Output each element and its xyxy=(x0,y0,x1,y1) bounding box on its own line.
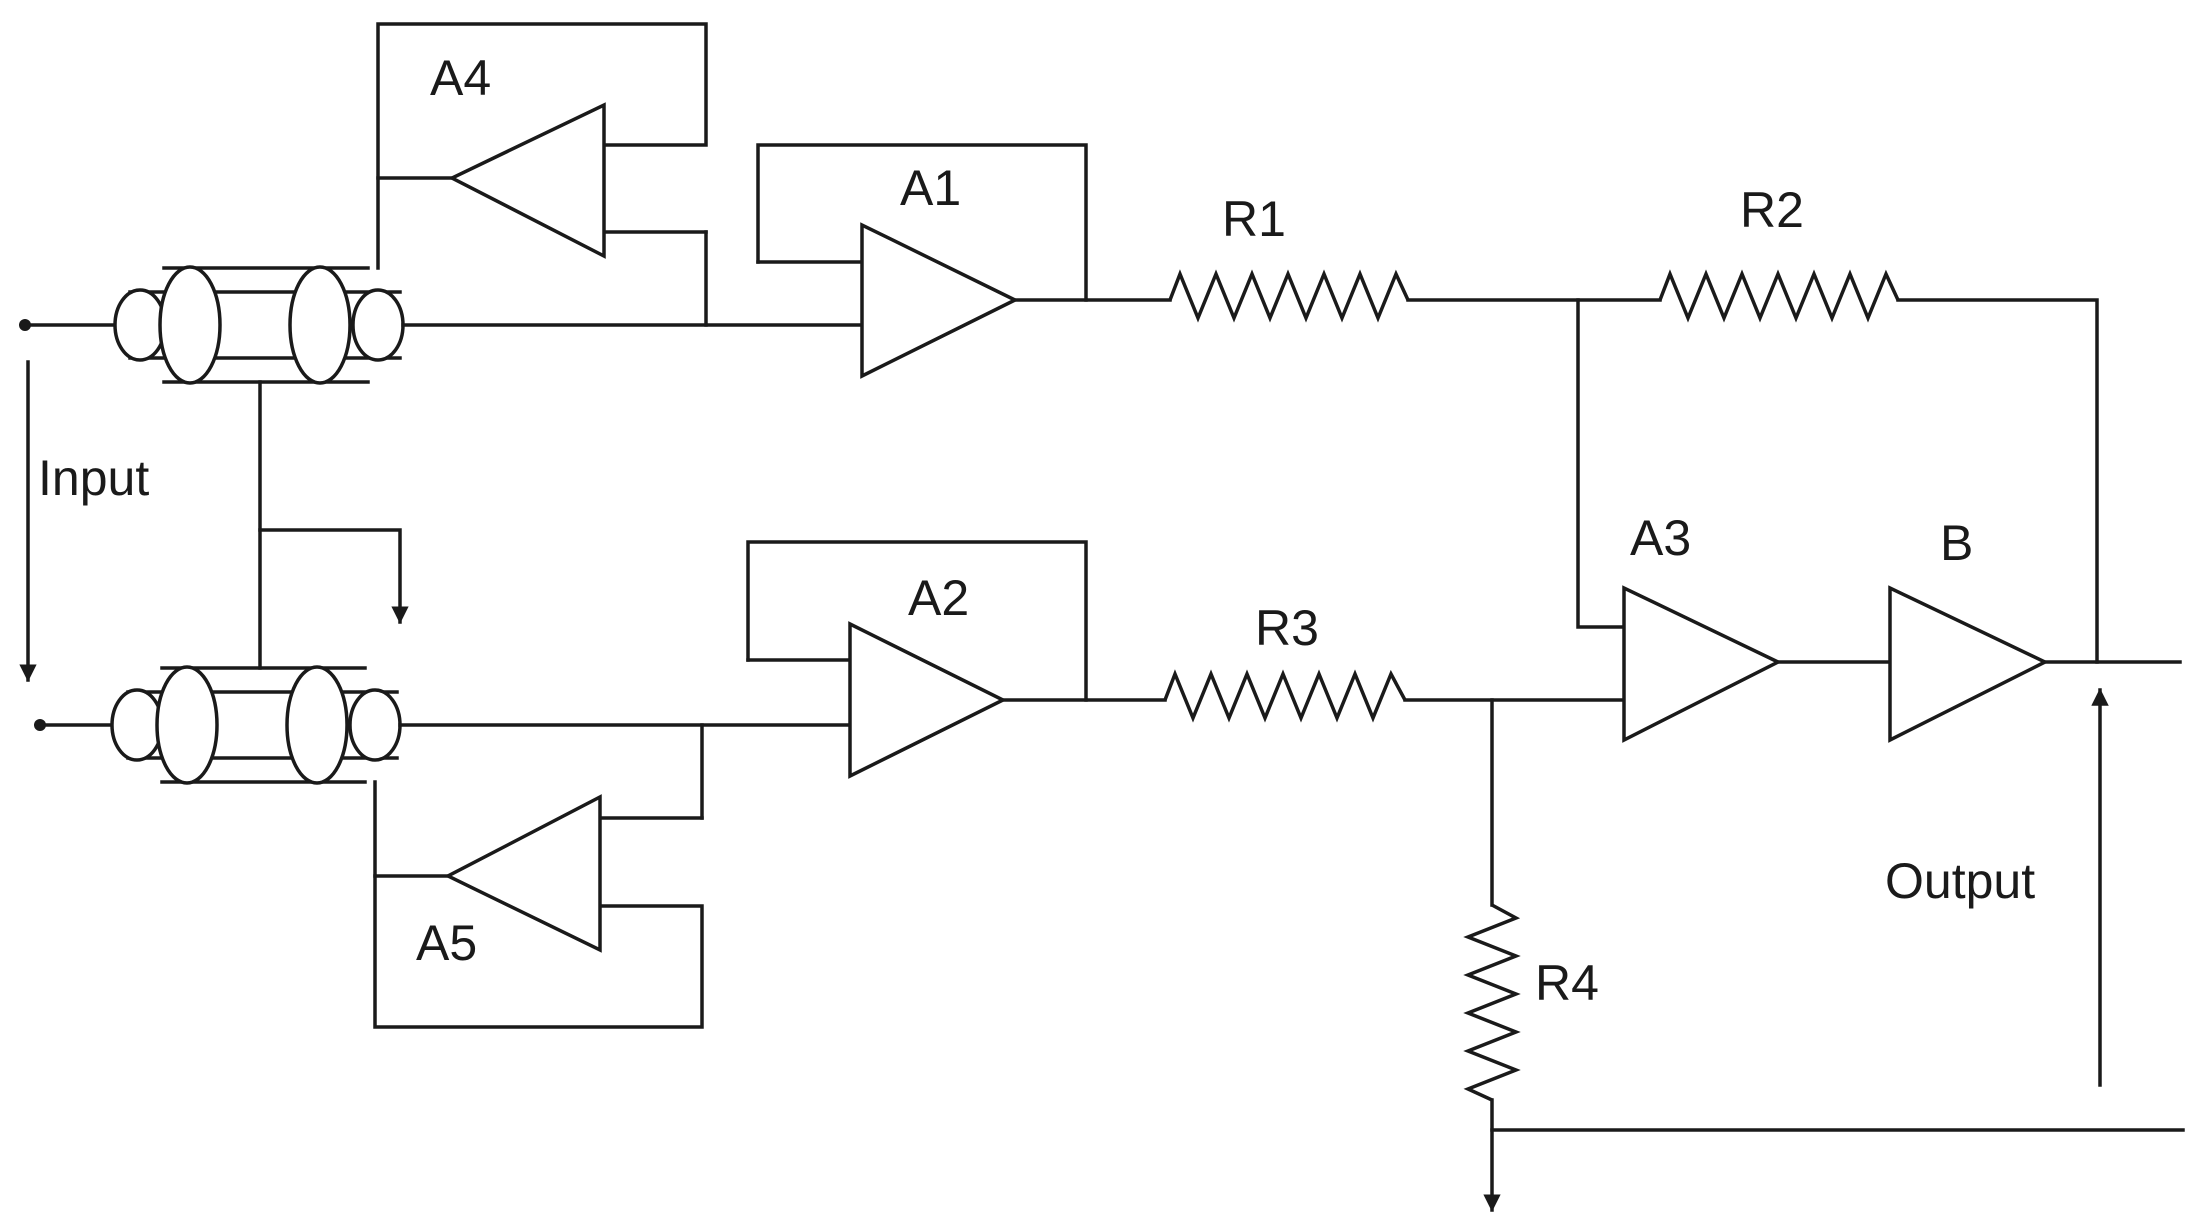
amplifier-a3: A3 xyxy=(1622,510,1782,743)
bottom-signal-wire xyxy=(398,723,852,820)
r1-r2-node-wire xyxy=(1406,298,1662,629)
shield-link-wire xyxy=(258,380,409,670)
label-a3: A3 xyxy=(1630,510,1691,566)
feedback-wire xyxy=(1896,298,2099,664)
label-a2: A2 xyxy=(908,570,969,626)
label-a4: A4 xyxy=(430,50,491,106)
label-r1: R1 xyxy=(1222,191,1286,247)
top-input-terminal xyxy=(19,319,130,331)
resistor-r1: R1 xyxy=(1168,191,1410,323)
label-a5: A5 xyxy=(416,915,477,971)
label-r2: R2 xyxy=(1740,182,1804,238)
amplifier-a2: A2 xyxy=(746,540,1088,779)
ground-wire xyxy=(1483,1098,2185,1212)
label-input: Input xyxy=(38,450,149,506)
label-r3: R3 xyxy=(1255,600,1319,656)
label-b: B xyxy=(1940,515,1973,571)
amplifier-a5: A5 xyxy=(373,780,704,1029)
r3-r4-node-wire xyxy=(1403,698,1626,907)
amplifier-a1: A1 xyxy=(756,143,1088,379)
amplifier-a4: A4 xyxy=(376,22,708,270)
bottom-coaxial-cable xyxy=(110,665,402,785)
resistor-r2: R2 xyxy=(1658,182,1900,323)
input-voltage-arrow: Input xyxy=(19,360,149,682)
resistor-r3: R3 xyxy=(1163,600,1407,723)
output-voltage-arrow: Output xyxy=(1885,688,2109,1087)
label-a1: A1 xyxy=(900,160,961,216)
label-output: Output xyxy=(1885,853,2035,909)
resistor-r4: R4 xyxy=(1463,903,1599,1102)
buffer-b: B xyxy=(1888,515,2049,743)
top-coaxial-cable xyxy=(113,265,405,385)
top-signal-wire xyxy=(401,230,864,327)
label-r4: R4 xyxy=(1535,955,1599,1011)
